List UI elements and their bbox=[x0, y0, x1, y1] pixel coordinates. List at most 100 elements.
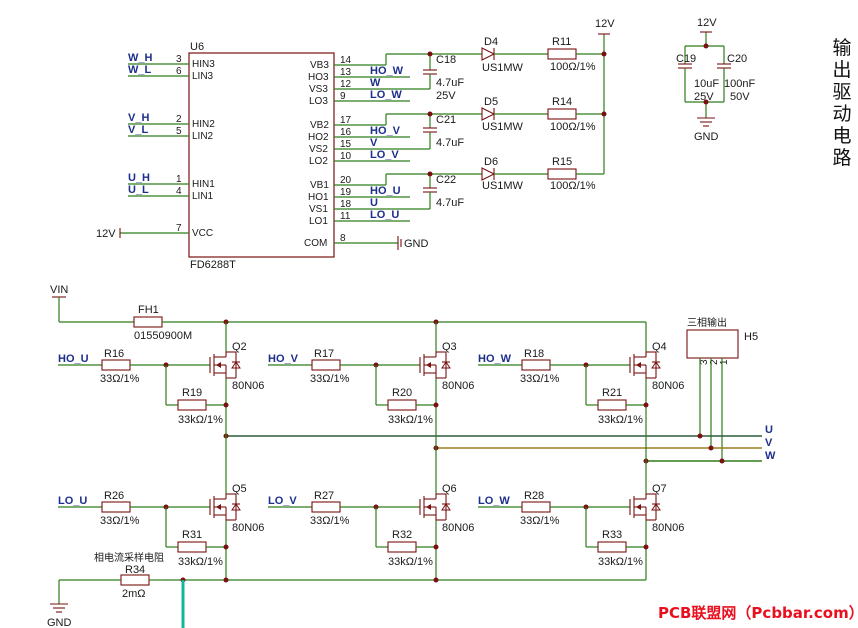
gate-net-label: HO_U bbox=[58, 353, 89, 365]
ic-right-pin: 10 LO2 LO_V bbox=[309, 149, 410, 167]
phase-label: W bbox=[765, 450, 776, 462]
resistor-icon bbox=[387, 399, 417, 411]
svg-text:VB3: VB3 bbox=[310, 60, 329, 71]
svg-text:LO1: LO1 bbox=[309, 216, 328, 227]
svg-text:100nF: 100nF bbox=[724, 78, 755, 90]
svg-text:VS2: VS2 bbox=[309, 144, 328, 155]
junction-dot bbox=[223, 402, 229, 408]
diode-part: US1MW bbox=[482, 121, 524, 133]
svg-text:13: 13 bbox=[340, 67, 352, 78]
res-value: 100Ω/1% bbox=[550, 180, 596, 192]
mosfet-part: 80N06 bbox=[232, 380, 264, 392]
junction-dot bbox=[427, 51, 433, 57]
resistor-icon bbox=[177, 541, 207, 553]
pulldown-res-ref: R19 bbox=[182, 387, 202, 399]
cap-ref: C18 bbox=[436, 54, 456, 66]
side-title-char: 输 bbox=[832, 37, 851, 59]
driver-ic: U6 FD6288T 3 HIN3 W_H 6 LIN3 W_L 2 HIN2 … bbox=[96, 41, 429, 271]
svg-text:LIN2: LIN2 bbox=[192, 131, 214, 142]
svg-text:10: 10 bbox=[340, 151, 352, 162]
pulldown-res-value: 33kΩ/1% bbox=[388, 414, 433, 426]
diode-ref: D5 bbox=[484, 96, 498, 108]
svg-text:50V: 50V bbox=[730, 91, 750, 103]
svg-text:C19: C19 bbox=[676, 53, 696, 65]
junction-dot bbox=[427, 171, 433, 177]
svg-text:25V: 25V bbox=[694, 91, 714, 103]
mosfet-ref: Q6 bbox=[442, 483, 457, 495]
mosfet-icon bbox=[629, 493, 661, 521]
cap-value: 4.7uF bbox=[436, 137, 464, 149]
gate-res-ref: R17 bbox=[314, 348, 334, 360]
mosfet-part: 80N06 bbox=[442, 522, 474, 534]
diode-part: US1MW bbox=[482, 62, 524, 74]
svg-text:5: 5 bbox=[176, 126, 182, 137]
svg-text:HIN1: HIN1 bbox=[192, 179, 215, 190]
pulldown-res-ref: R20 bbox=[392, 387, 412, 399]
diode-part: US1MW bbox=[482, 180, 524, 192]
resistor-icon bbox=[547, 48, 577, 60]
net-label: W bbox=[370, 77, 381, 89]
gate-res-ref: R27 bbox=[314, 490, 334, 502]
vin-label: VIN bbox=[50, 284, 68, 296]
resistor-icon bbox=[547, 168, 577, 180]
junction-dot bbox=[433, 402, 439, 408]
pulldown-res-value: 33kΩ/1% bbox=[178, 556, 223, 568]
svg-text:19: 19 bbox=[340, 187, 352, 198]
svg-text:C20: C20 bbox=[727, 53, 747, 65]
svg-text:01550900M: 01550900M bbox=[134, 330, 192, 342]
resistor-icon bbox=[120, 574, 150, 586]
gate-res-value: 33Ω/1% bbox=[310, 515, 350, 527]
rail-label: 12V bbox=[697, 17, 717, 29]
phase-label: V bbox=[765, 437, 773, 449]
svg-text:11: 11 bbox=[340, 211, 351, 222]
junction-dot bbox=[719, 458, 725, 464]
svg-text:2: 2 bbox=[709, 359, 720, 365]
ic-part: FD6288T bbox=[190, 259, 236, 271]
svg-text:9: 9 bbox=[340, 91, 346, 102]
net-label: HO_U bbox=[370, 185, 401, 197]
svg-text:COM: COM bbox=[304, 238, 327, 249]
diode-icon bbox=[481, 107, 496, 121]
ic-right-pin: 8 COM GND bbox=[304, 233, 429, 250]
junction-dot bbox=[601, 111, 607, 117]
ic-left-pin: 5 LIN2 V_L bbox=[128, 124, 214, 142]
svg-text:H5: H5 bbox=[744, 331, 758, 343]
res-value: 100Ω/1% bbox=[550, 121, 596, 133]
mosfet-ref: Q5 bbox=[232, 483, 247, 495]
svg-text:20: 20 bbox=[340, 175, 352, 186]
net-label: 12V bbox=[96, 228, 116, 240]
diode-ref: D6 bbox=[484, 156, 498, 168]
cap-ref: C21 bbox=[436, 114, 456, 126]
ic-left-pin: 4 LIN1 U_L bbox=[128, 184, 214, 202]
side-title-char: 电 bbox=[832, 125, 851, 147]
gnd-label: GND bbox=[47, 617, 72, 628]
junction-dot bbox=[433, 544, 439, 550]
ic-right-pin: 9 LO3 LO_W bbox=[309, 89, 410, 107]
ic-left-pin: 3 HIN3 W_H bbox=[128, 52, 215, 70]
connector-body bbox=[686, 329, 739, 359]
junction-dot bbox=[643, 544, 649, 550]
svg-text:7: 7 bbox=[176, 223, 182, 234]
resistor-icon bbox=[311, 359, 341, 371]
net-label: V bbox=[370, 137, 378, 149]
pulldown-res-ref: R33 bbox=[602, 529, 622, 541]
svg-text:HO2: HO2 bbox=[308, 132, 329, 143]
resistor-icon bbox=[101, 359, 131, 371]
svg-text:8: 8 bbox=[340, 233, 346, 244]
svg-text:2mΩ: 2mΩ bbox=[122, 588, 146, 600]
diode-icon bbox=[481, 167, 496, 181]
svg-text:VB2: VB2 bbox=[310, 120, 329, 131]
mosfet-icon bbox=[209, 351, 241, 379]
net-label: W_H bbox=[128, 52, 153, 64]
junction-dot bbox=[601, 51, 607, 57]
junction-dot bbox=[708, 445, 714, 451]
junction-dot bbox=[223, 577, 229, 583]
svg-text:VS1: VS1 bbox=[309, 204, 328, 215]
svg-text:HO3: HO3 bbox=[308, 72, 329, 83]
mosfet-icon bbox=[629, 351, 661, 379]
res-ref: R14 bbox=[552, 96, 572, 108]
